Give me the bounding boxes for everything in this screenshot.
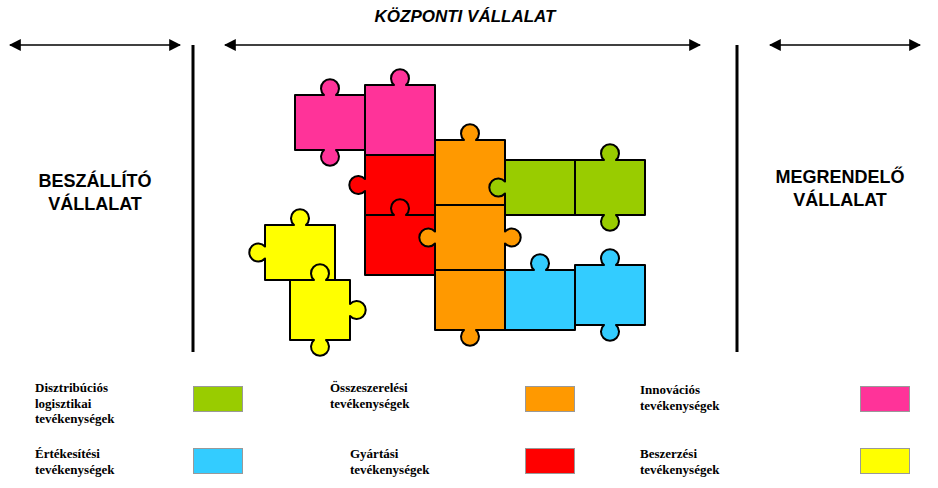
legend-swatch bbox=[525, 448, 575, 474]
puzzle-piece bbox=[575, 144, 645, 230]
puzzle-piece bbox=[419, 205, 520, 270]
region-label: MEGRENDELŐ VÁLLALAT bbox=[750, 166, 930, 211]
region-label: BESZÁLLÍTÓ VÁLLALAT bbox=[5, 170, 185, 215]
legend-text: Beszerzési tevékenységek bbox=[640, 446, 740, 477]
legend-swatch bbox=[525, 386, 575, 412]
puzzle-piece bbox=[575, 249, 645, 340]
legend-swatch bbox=[860, 448, 910, 474]
boundary-line bbox=[192, 45, 195, 352]
legend-swatch bbox=[193, 386, 243, 412]
section-heading: KÖZPONTI VÁLLALAT bbox=[230, 6, 700, 27]
puzzle-piece bbox=[295, 79, 365, 165]
legend-text: Innovációs tevékenységek bbox=[640, 382, 740, 413]
boundary-line bbox=[736, 45, 739, 352]
puzzle-piece bbox=[365, 69, 435, 155]
legend-text: Értékesítési tevékenységek bbox=[35, 446, 135, 477]
span-arrow bbox=[225, 44, 700, 46]
legend-text: Összeszerelési tevékenységek bbox=[330, 380, 430, 411]
legend-swatch bbox=[193, 448, 243, 474]
puzzle-piece bbox=[290, 264, 366, 355]
puzzle bbox=[249, 69, 645, 355]
span-arrow bbox=[10, 44, 180, 46]
puzzle-piece bbox=[435, 270, 505, 346]
legend-swatch bbox=[860, 386, 910, 412]
legend-text: Disztribúciós logisztikai tevékenységek bbox=[35, 380, 135, 427]
span-arrow bbox=[770, 44, 920, 46]
legend-text: Gyártási tevékenységek bbox=[350, 446, 450, 477]
